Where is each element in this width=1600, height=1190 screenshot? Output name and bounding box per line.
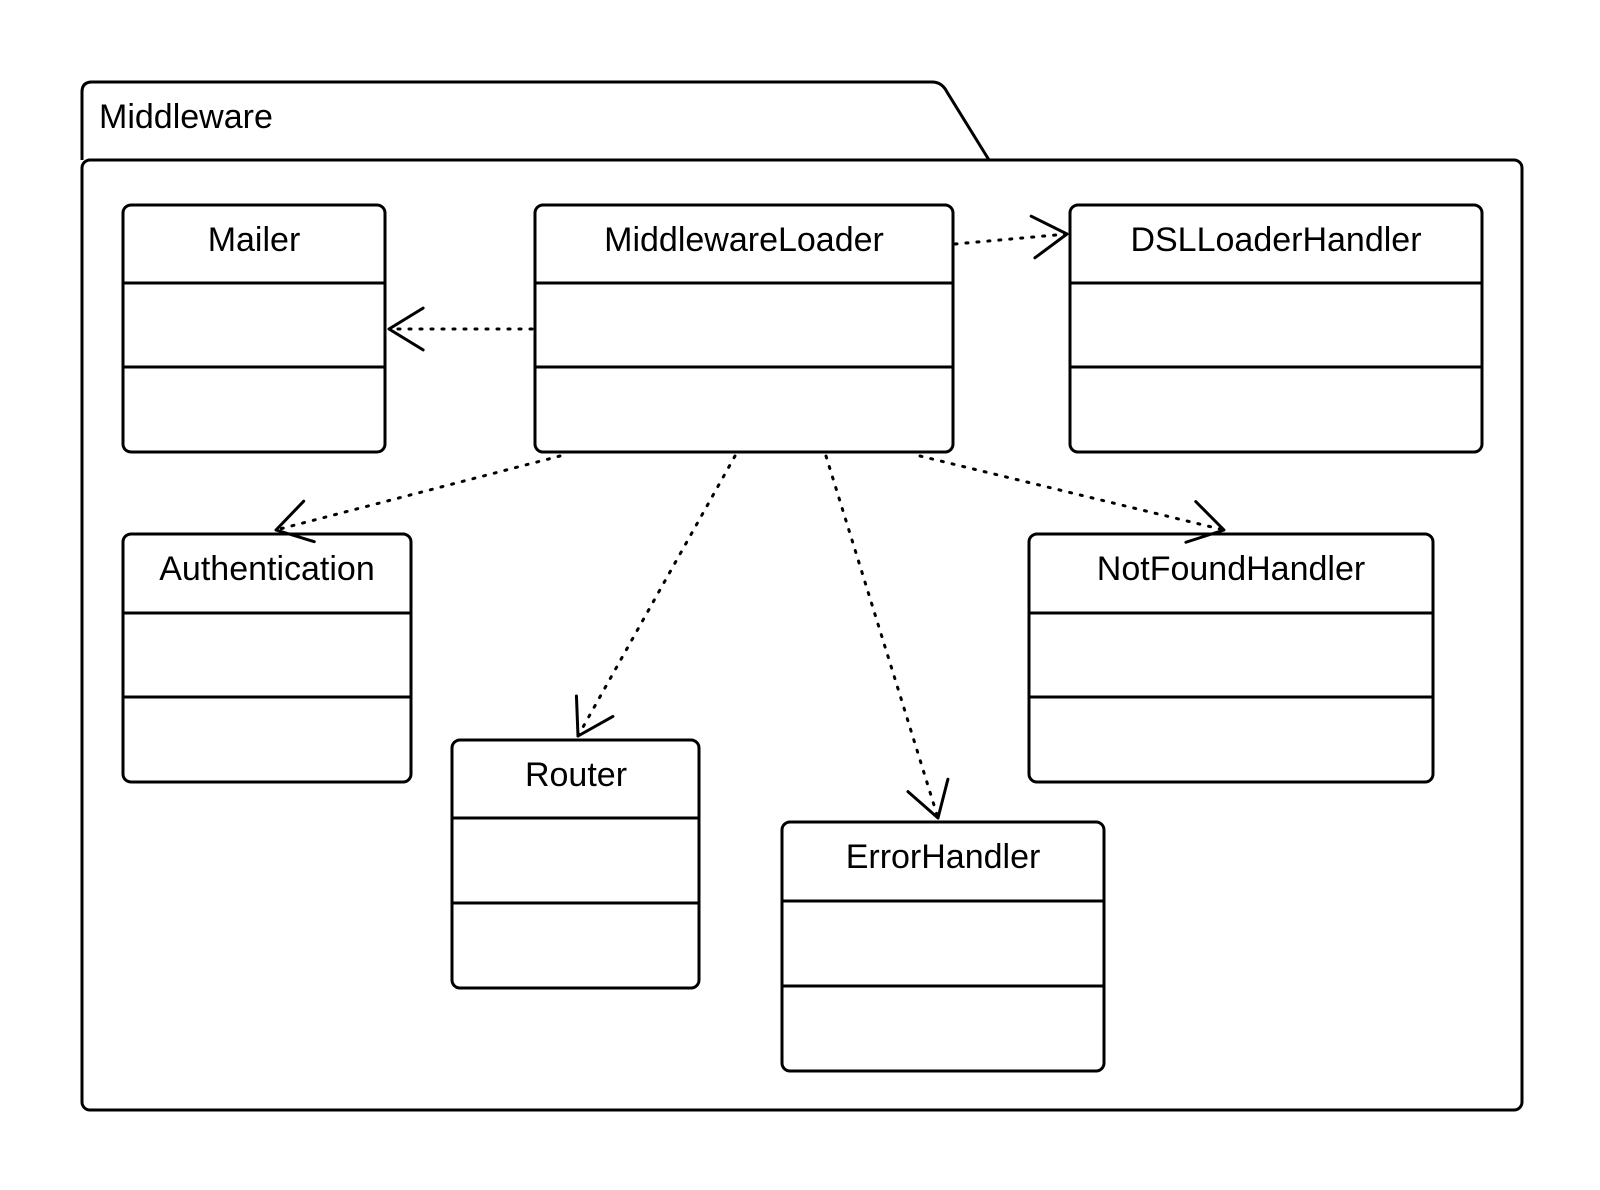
- class-router[interactable]: Router: [450, 738, 701, 990]
- arrowhead-mailer: [387, 306, 425, 352]
- dependency-middleware-loader-to-error-handler: [824, 454, 940, 820]
- class-name: NotFoundHandler: [1097, 550, 1365, 588]
- class-name: Authentication: [159, 550, 375, 588]
- package-middleware: Middleware: [80, 80, 1524, 1112]
- arrowhead-authentication: [274, 499, 316, 544]
- arrowhead-error-handler: [906, 777, 950, 820]
- dependency-middleware-loader-to-authentication: [274, 454, 562, 532]
- class-name: DSLLoaderHandler: [1130, 221, 1421, 259]
- package-tab: [80, 80, 991, 161]
- package-body: [80, 158, 1524, 1112]
- class-dsl-loader-handler[interactable]: DSLLoaderHandler: [1068, 203, 1484, 454]
- dependency-middleware-loader-to-router: [576, 454, 737, 738]
- class-not-found-handler[interactable]: NotFoundHandler: [1027, 532, 1435, 784]
- package-title: Middleware: [99, 98, 273, 136]
- class-authentication[interactable]: Authentication: [121, 532, 413, 784]
- class-error-handler[interactable]: ErrorHandler: [780, 820, 1106, 1073]
- class-mailer[interactable]: Mailer: [121, 203, 387, 454]
- dependency-layer: [274, 232, 1226, 820]
- dependency-middleware-loader-to-not-found-handler: [918, 454, 1226, 532]
- arrowhead-router: [574, 694, 615, 738]
- dependency-middleware-loader-to-dsl-loader-handler: [953, 232, 1069, 246]
- arrowhead-layer: [274, 214, 1226, 820]
- arrowhead-not-found-handler: [1184, 500, 1226, 544]
- class-name: Router: [525, 756, 627, 794]
- arrowhead-dsl-loader-handler: [1029, 214, 1069, 260]
- class-name: MiddlewareLoader: [604, 221, 884, 259]
- class-middleware-loader[interactable]: MiddlewareLoader: [533, 203, 955, 454]
- class-name: Mailer: [208, 221, 301, 259]
- class-name: ErrorHandler: [846, 838, 1041, 876]
